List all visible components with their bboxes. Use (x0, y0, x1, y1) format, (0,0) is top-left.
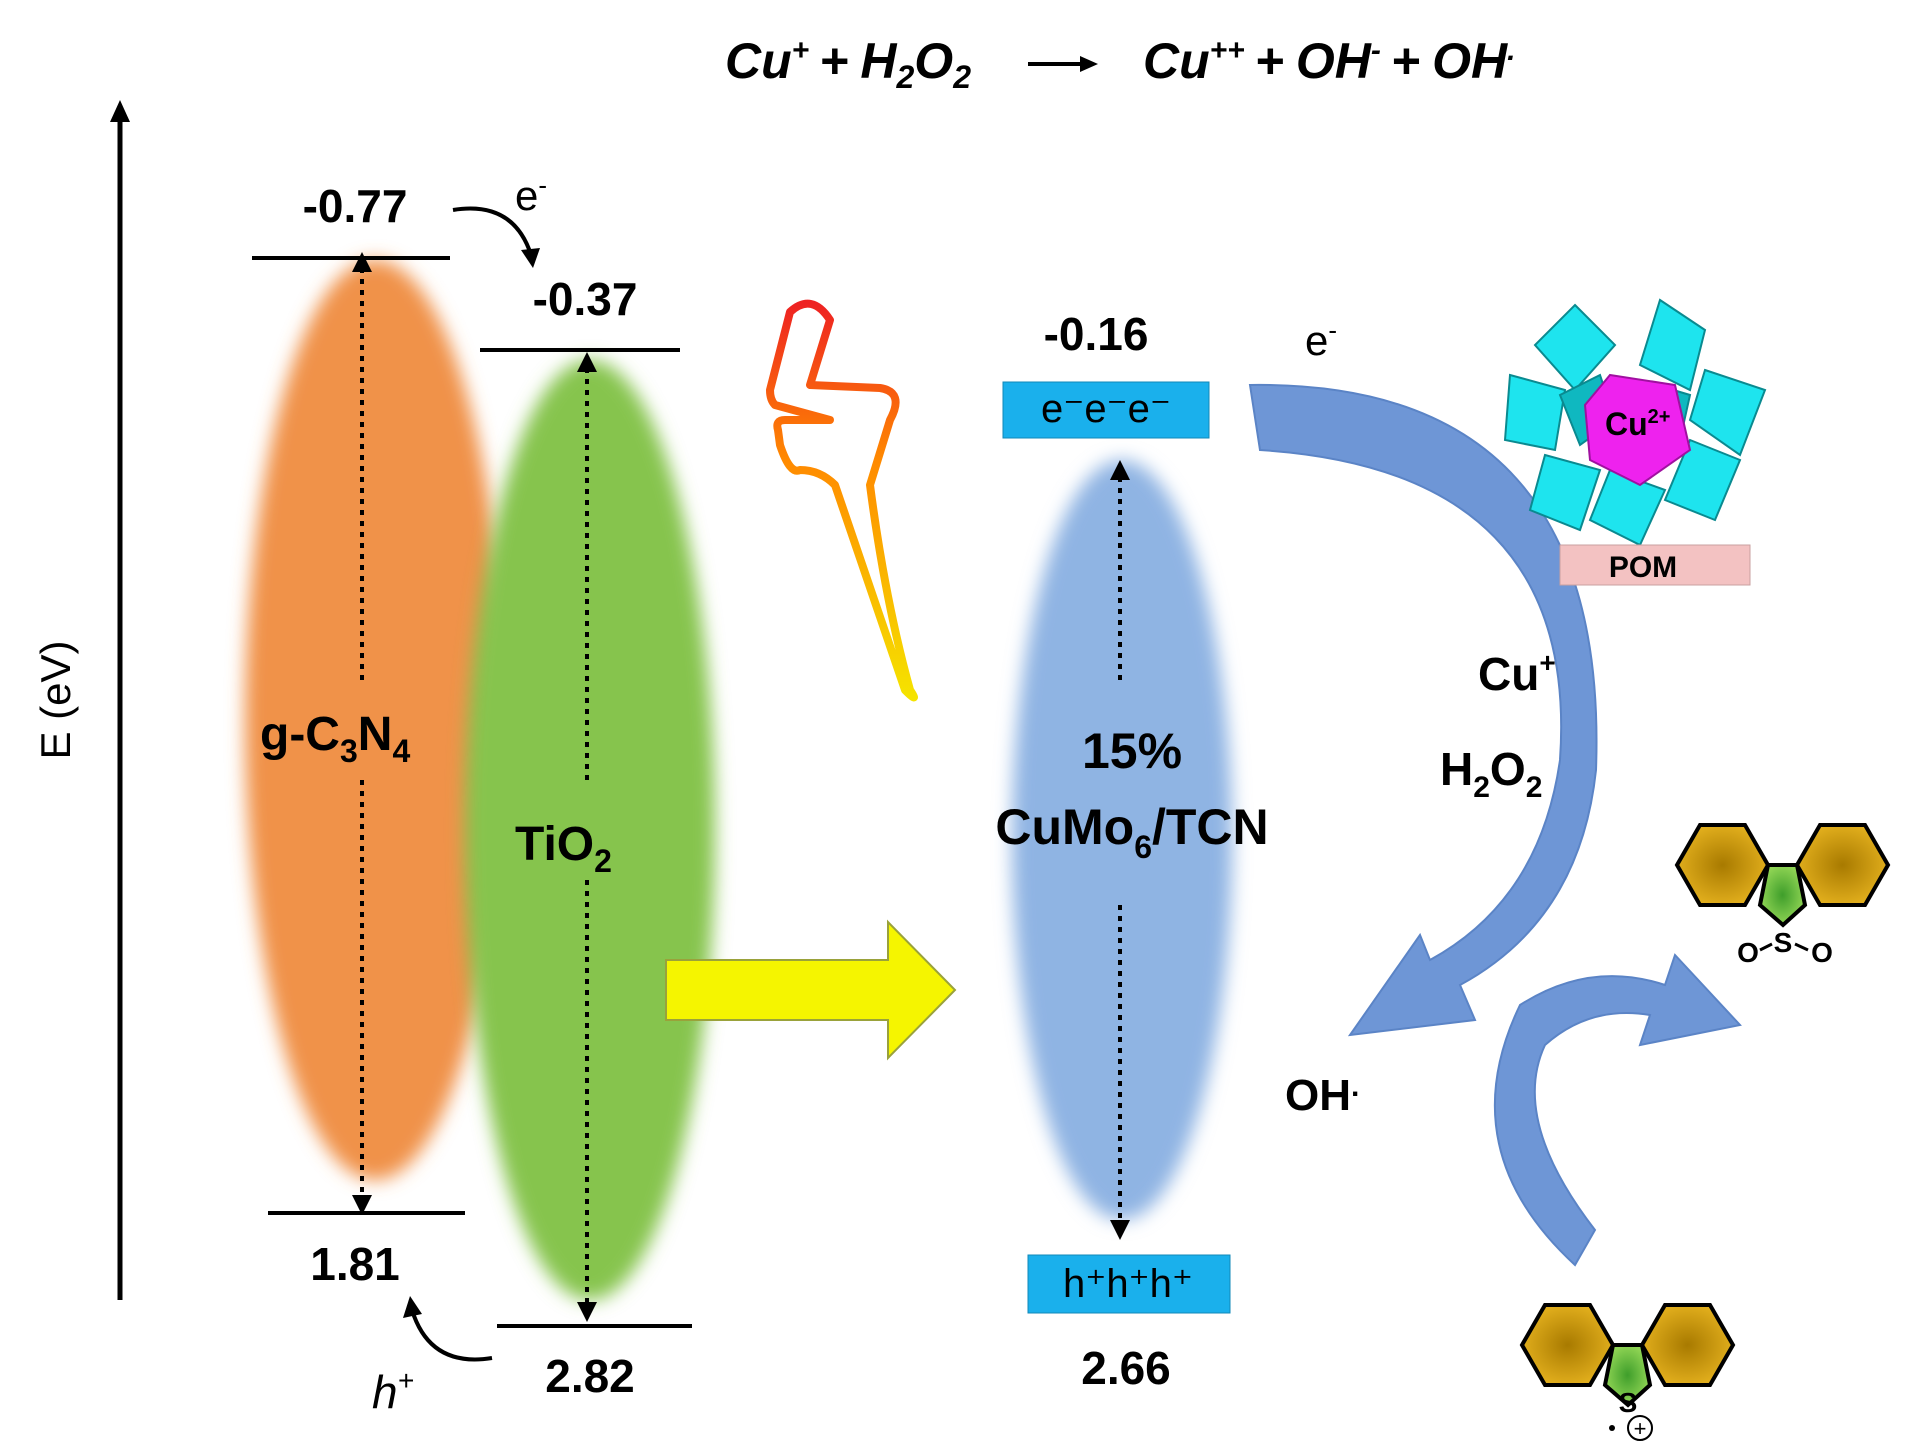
holes-box-label: h⁺h⁺h⁺ (1063, 1262, 1193, 1306)
tio2-label: TiO2 (515, 818, 612, 879)
hole-transfer-arrow (410, 1309, 493, 1362)
tio2-cb-value: -0.37 (533, 273, 638, 325)
gcn-label: g-C3N4 (260, 708, 410, 769)
cation-s-label: S (1619, 1387, 1638, 1418)
tio2-up-head (577, 352, 597, 372)
cu-plus-label: Cu+ (1478, 647, 1556, 700)
composite-cb-value: -0.16 (1044, 308, 1149, 360)
hole-transfer-head (403, 1296, 422, 1318)
composite-down-head (1110, 1220, 1130, 1240)
hydroxyl-radical-label: OH. (1285, 1070, 1359, 1120)
equation: Cu++H2O2 (725, 33, 971, 95)
electron-transfer-arrow (452, 206, 534, 259)
reaction-electron-label: e- (1305, 315, 1337, 364)
electron-transfer-label: e- (515, 170, 547, 219)
composite-band (1012, 460, 1232, 1220)
hole-transfer-label: h+ (372, 1365, 414, 1418)
gcn-vb-value: 1.81 (310, 1238, 400, 1290)
radical-dot-icon (1609, 1425, 1615, 1431)
composite-vb-value: 2.66 (1081, 1342, 1171, 1394)
dbt-cation-molecule-icon: S + (1519, 1303, 1736, 1441)
tio2-vb-value: 2.82 (545, 1350, 635, 1402)
oxidation-arrow-icon (1494, 953, 1742, 1267)
pom-cluster-icon: Cu2+ POM (1503, 298, 1767, 586)
gcn-down-head (352, 1195, 372, 1215)
tio2-band (465, 360, 715, 1300)
equation-arrow-head (1080, 56, 1098, 72)
pom-label-box (1559, 544, 1751, 586)
cu-center-icon (1583, 373, 1692, 487)
tio2-down-head (577, 1302, 597, 1322)
composite-label-line2: CuMo6/TCN (995, 799, 1268, 865)
equation-products: Cu+++OH-+OH. (1143, 33, 1515, 89)
sulfone-s-label: S (1774, 927, 1793, 958)
pom-center-label: Cu2+ (1605, 406, 1670, 442)
composite-label-line1: 15% (1082, 723, 1182, 779)
electrons-box-label: e⁻e⁻e⁻ (1041, 387, 1171, 431)
sulfone-o2-label: O (1811, 937, 1833, 968)
gcn-up-head (352, 252, 372, 272)
gcn-band (245, 260, 505, 1180)
h2o2-label: H2O2 (1440, 743, 1542, 804)
light-bolt-icon (766, 299, 918, 702)
pom-label: POM (1609, 551, 1677, 584)
energy-axis-label: E (eV) (32, 640, 79, 759)
electrons-box (1002, 381, 1210, 439)
electron-transfer-head (521, 248, 540, 268)
cation-charge-label: + (1634, 1416, 1647, 1441)
gcn-cb-value: -0.77 (303, 180, 408, 232)
holes-box (1027, 1254, 1231, 1314)
sulfone-o1-label: O (1737, 937, 1759, 968)
combine-arrow-icon (665, 919, 957, 1061)
dbt-sulfone-molecule-icon: S O O (1674, 823, 1891, 968)
positive-charge-icon (1627, 1415, 1653, 1441)
energy-axis-arrow (110, 100, 130, 122)
composite-up-head (1110, 460, 1130, 480)
